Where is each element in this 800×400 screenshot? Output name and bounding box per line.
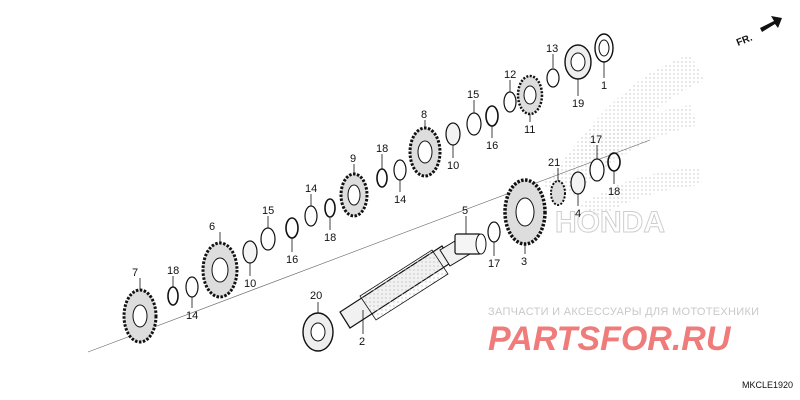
front-direction-indicator: FR.	[735, 16, 782, 49]
fr-label: FR.	[735, 32, 754, 48]
callout-8: 8	[421, 109, 427, 121]
part-circlip-18-mid	[324, 198, 336, 218]
callout-labels: 1 2 3 4 5 6 7 8 9 10 10 11 12 13 14 14 1…	[132, 43, 620, 348]
callout-16-lower: 16	[286, 254, 298, 266]
callout-18-mid: 18	[324, 232, 336, 244]
part-bushing-5	[454, 233, 487, 255]
callout-17-lower: 17	[488, 258, 500, 270]
callout-21: 21	[548, 157, 560, 169]
part-washer-17-upper	[589, 158, 605, 182]
part-circlip-18-upper	[376, 168, 388, 188]
callout-14-mid: 14	[305, 183, 317, 195]
part-washer-14-upper	[393, 159, 407, 181]
part-bushing-10-lower	[242, 240, 258, 264]
callout-18-right: 18	[608, 186, 620, 198]
part-mainshaft-2	[339, 237, 471, 329]
callout-19: 19	[572, 98, 584, 110]
callout-12: 12	[504, 69, 516, 81]
arrow-icon	[760, 16, 782, 32]
diagram-code: MKCLE1920	[742, 380, 793, 390]
callout-1: 1	[601, 80, 607, 92]
part-bushing-4	[570, 171, 586, 195]
callout-10-lower: 10	[244, 278, 256, 290]
part-washer-12	[503, 91, 517, 113]
callout-15-upper: 15	[467, 89, 479, 101]
part-washer-15-lower	[260, 227, 276, 251]
wing-logo-watermark: HONDA	[540, 55, 705, 240]
part-gear-9	[339, 172, 369, 218]
callout-7: 7	[132, 267, 138, 279]
part-washer-14-lower	[185, 276, 199, 298]
part-circlip-16-lower	[285, 217, 299, 239]
honda-logo-watermark: HONDA	[555, 206, 665, 239]
part-gear-6	[201, 241, 239, 299]
axis-line	[87, 139, 651, 353]
callout-13: 13	[546, 43, 558, 55]
callout-17-upper: 17	[590, 134, 602, 146]
callout-4: 4	[575, 208, 581, 220]
part-gear-3	[503, 178, 547, 246]
callout-5: 5	[462, 205, 468, 217]
part-gear-8	[408, 126, 442, 178]
callout-10-upper: 10	[447, 160, 459, 172]
callout-16-upper: 16	[486, 140, 498, 152]
callout-14-lower: 14	[186, 310, 198, 322]
part-washer-13	[546, 68, 560, 88]
callout-18-lower: 18	[167, 265, 179, 277]
callout-14-upper: 14	[394, 194, 406, 206]
callout-2: 2	[359, 336, 365, 348]
part-bushing-10-upper	[445, 122, 461, 146]
watermark-brand: PARTSFOR.RU	[488, 320, 732, 358]
part-bearing-20	[302, 312, 334, 352]
callout-11: 11	[524, 124, 535, 136]
callout-18-upper: 18	[376, 143, 388, 155]
part-gear-7	[122, 288, 158, 344]
callout-9: 9	[350, 153, 356, 165]
part-seal-1	[594, 33, 614, 63]
callout-3: 3	[521, 256, 527, 268]
callout-20: 20	[310, 290, 322, 302]
part-washer-14-mid	[304, 205, 318, 227]
watermark-tagline: ЗАПЧАСТИ И АКСЕССУАРЫ ДЛЯ МОТОТЕХНИКИ	[488, 306, 759, 318]
part-gear-11	[516, 74, 544, 116]
part-circlip-18-lower	[167, 286, 179, 306]
part-washer-15	[466, 112, 482, 136]
part-washer-17-lower	[487, 221, 501, 243]
callout-15-lower: 15	[262, 205, 274, 217]
callout-6: 6	[209, 221, 215, 233]
part-gear-21	[550, 180, 566, 206]
leader-lines	[139, 54, 615, 334]
part-bearing-19	[564, 44, 592, 80]
part-circlip-16	[485, 105, 499, 127]
